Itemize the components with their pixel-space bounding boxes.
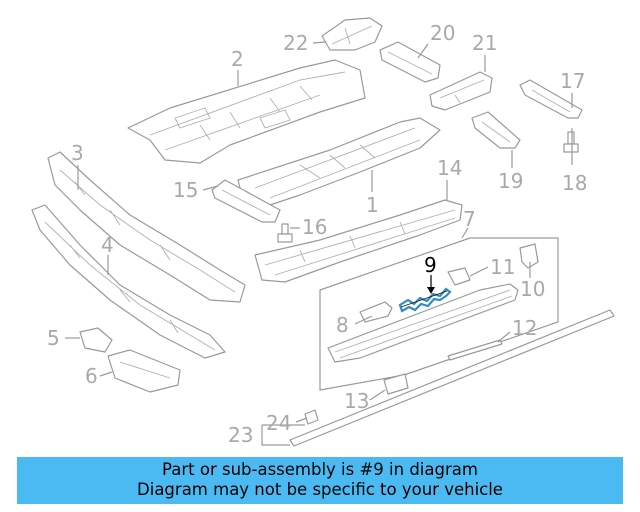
part-13-bracket[interactable] bbox=[383, 373, 409, 395]
banner-line-1: Part or sub-assembly is #9 in diagram bbox=[162, 460, 478, 479]
part-14-rocker[interactable] bbox=[254, 199, 463, 283]
callout-12[interactable]: 12 bbox=[512, 316, 537, 340]
leader-lines bbox=[65, 41, 573, 446]
part-11-bracket[interactable] bbox=[447, 267, 471, 286]
callout-16[interactable]: 16 bbox=[302, 215, 327, 239]
part-20-reinforcement[interactable] bbox=[379, 41, 441, 83]
info-banner: Part or sub-assembly is #9 in diagram Di… bbox=[17, 457, 623, 504]
part-19-bracket[interactable] bbox=[471, 111, 521, 149]
part-22-bracket[interactable] bbox=[321, 17, 383, 51]
part-21-reinforcement[interactable] bbox=[429, 71, 493, 111]
callout-1[interactable]: 1 bbox=[366, 193, 379, 217]
callout-21[interactable]: 21 bbox=[472, 31, 497, 55]
callout-23[interactable]: 23 bbox=[228, 423, 253, 447]
part-10-bracket[interactable] bbox=[519, 243, 539, 269]
callout-13[interactable]: 13 bbox=[344, 389, 369, 413]
part-7-group-box bbox=[319, 237, 559, 391]
part-7-rocker-panel[interactable] bbox=[327, 283, 519, 363]
callout-8[interactable]: 8 bbox=[336, 313, 349, 337]
callout-labels: 1 2 3 4 5 6 7 8 9 10 11 12 13 14 15 16 1… bbox=[47, 21, 587, 447]
callout-6[interactable]: 6 bbox=[85, 364, 98, 388]
callout-5[interactable]: 5 bbox=[47, 326, 60, 350]
part-18-bolt[interactable] bbox=[563, 131, 579, 153]
part-23-molding[interactable] bbox=[289, 309, 615, 447]
part-9-highlighted[interactable] bbox=[398, 287, 452, 313]
callout-17[interactable]: 17 bbox=[560, 69, 585, 93]
part-2-floor-pan[interactable] bbox=[127, 59, 366, 164]
callout-2[interactable]: 2 bbox=[231, 47, 244, 71]
callout-15[interactable]: 15 bbox=[173, 178, 198, 202]
part-16-bolt[interactable] bbox=[277, 223, 293, 243]
callout-7[interactable]: 7 bbox=[463, 207, 476, 231]
callout-9[interactable]: 9 bbox=[424, 253, 437, 277]
callout-11[interactable]: 11 bbox=[490, 255, 515, 279]
callout-19[interactable]: 19 bbox=[498, 169, 523, 193]
part-24-clip[interactable] bbox=[304, 409, 319, 425]
part-4-frame-rail[interactable] bbox=[31, 204, 226, 359]
part-6-bracket[interactable] bbox=[107, 349, 181, 393]
part-12-strip[interactable] bbox=[447, 339, 503, 361]
parts-diagram: 1 2 3 4 5 6 7 8 9 10 11 12 13 14 15 16 1… bbox=[31, 17, 615, 447]
part-15-crossmember[interactable] bbox=[211, 179, 281, 223]
part-17-bracket[interactable] bbox=[519, 79, 583, 119]
callout-3[interactable]: 3 bbox=[71, 141, 84, 165]
banner-line-2: Diagram may not be specific to your vehi… bbox=[137, 480, 503, 499]
callout-18[interactable]: 18 bbox=[562, 171, 587, 195]
part-3-frame-rail[interactable] bbox=[47, 151, 246, 303]
callout-10[interactable]: 10 bbox=[520, 277, 545, 301]
callout-4[interactable]: 4 bbox=[101, 233, 114, 257]
callout-22[interactable]: 22 bbox=[283, 31, 308, 55]
callout-24[interactable]: 24 bbox=[266, 411, 291, 435]
callout-14[interactable]: 14 bbox=[437, 156, 462, 180]
callout-20[interactable]: 20 bbox=[430, 21, 455, 45]
part-5-bracket[interactable] bbox=[79, 327, 113, 353]
